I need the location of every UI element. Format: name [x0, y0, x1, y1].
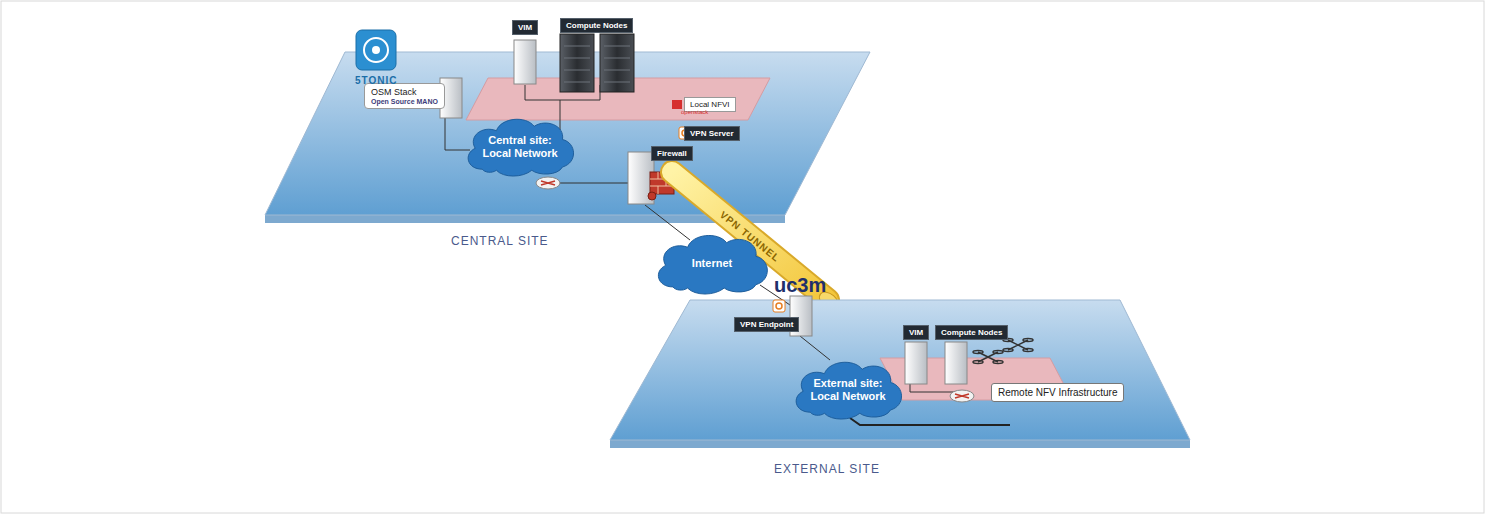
site-label: CENTRAL SITE: [451, 234, 549, 248]
compute-nodes-tag: Compute Nodes: [560, 18, 633, 33]
node-text: Open Source MANO: [371, 98, 438, 105]
vpn-endpoint-tag: VPN Endpoint: [734, 317, 799, 332]
node-text: External site: Local Network: [807, 377, 889, 403]
remote-nfv-box: Remote NFV Infrastructure: [991, 383, 1124, 402]
external-network-cloud: External site: Local Network: [789, 355, 907, 421]
node-text: Internet: [692, 257, 732, 270]
vim-tag: VIM: [903, 325, 929, 340]
node-text: VIM: [909, 328, 923, 337]
firewall-tag: Firewall: [651, 146, 693, 161]
node-text: Firewall: [657, 149, 687, 158]
central-network-cloud: Central site: Local Network: [461, 112, 579, 178]
logo-text: 5TONIC: [355, 75, 398, 86]
vpn-server-tag: VPN Server: [684, 126, 740, 141]
compute-nodes-tag: Compute Nodes: [935, 325, 1008, 340]
openstack-logo-text: openstack: [681, 109, 708, 115]
node-text: VPN Endpoint: [740, 320, 793, 329]
node-text: Local NFVI: [690, 100, 730, 109]
node-text: VPN Server: [690, 129, 734, 138]
site-label: EXTERNAL SITE: [774, 462, 880, 476]
node-text: OSM Stack: [371, 87, 438, 97]
node-text: Remote NFV Infrastructure: [998, 387, 1117, 398]
node-text: Compute Nodes: [566, 21, 627, 30]
node-text: VIM: [518, 23, 532, 32]
org-logo-text: uc3m: [774, 274, 826, 297]
node-text: Central site: Local Network: [479, 134, 561, 160]
osm-stack-box: OSM StackOpen Source MANO: [364, 83, 445, 109]
node-text: Compute Nodes: [941, 328, 1002, 337]
vim-tag: VIM: [512, 20, 538, 35]
